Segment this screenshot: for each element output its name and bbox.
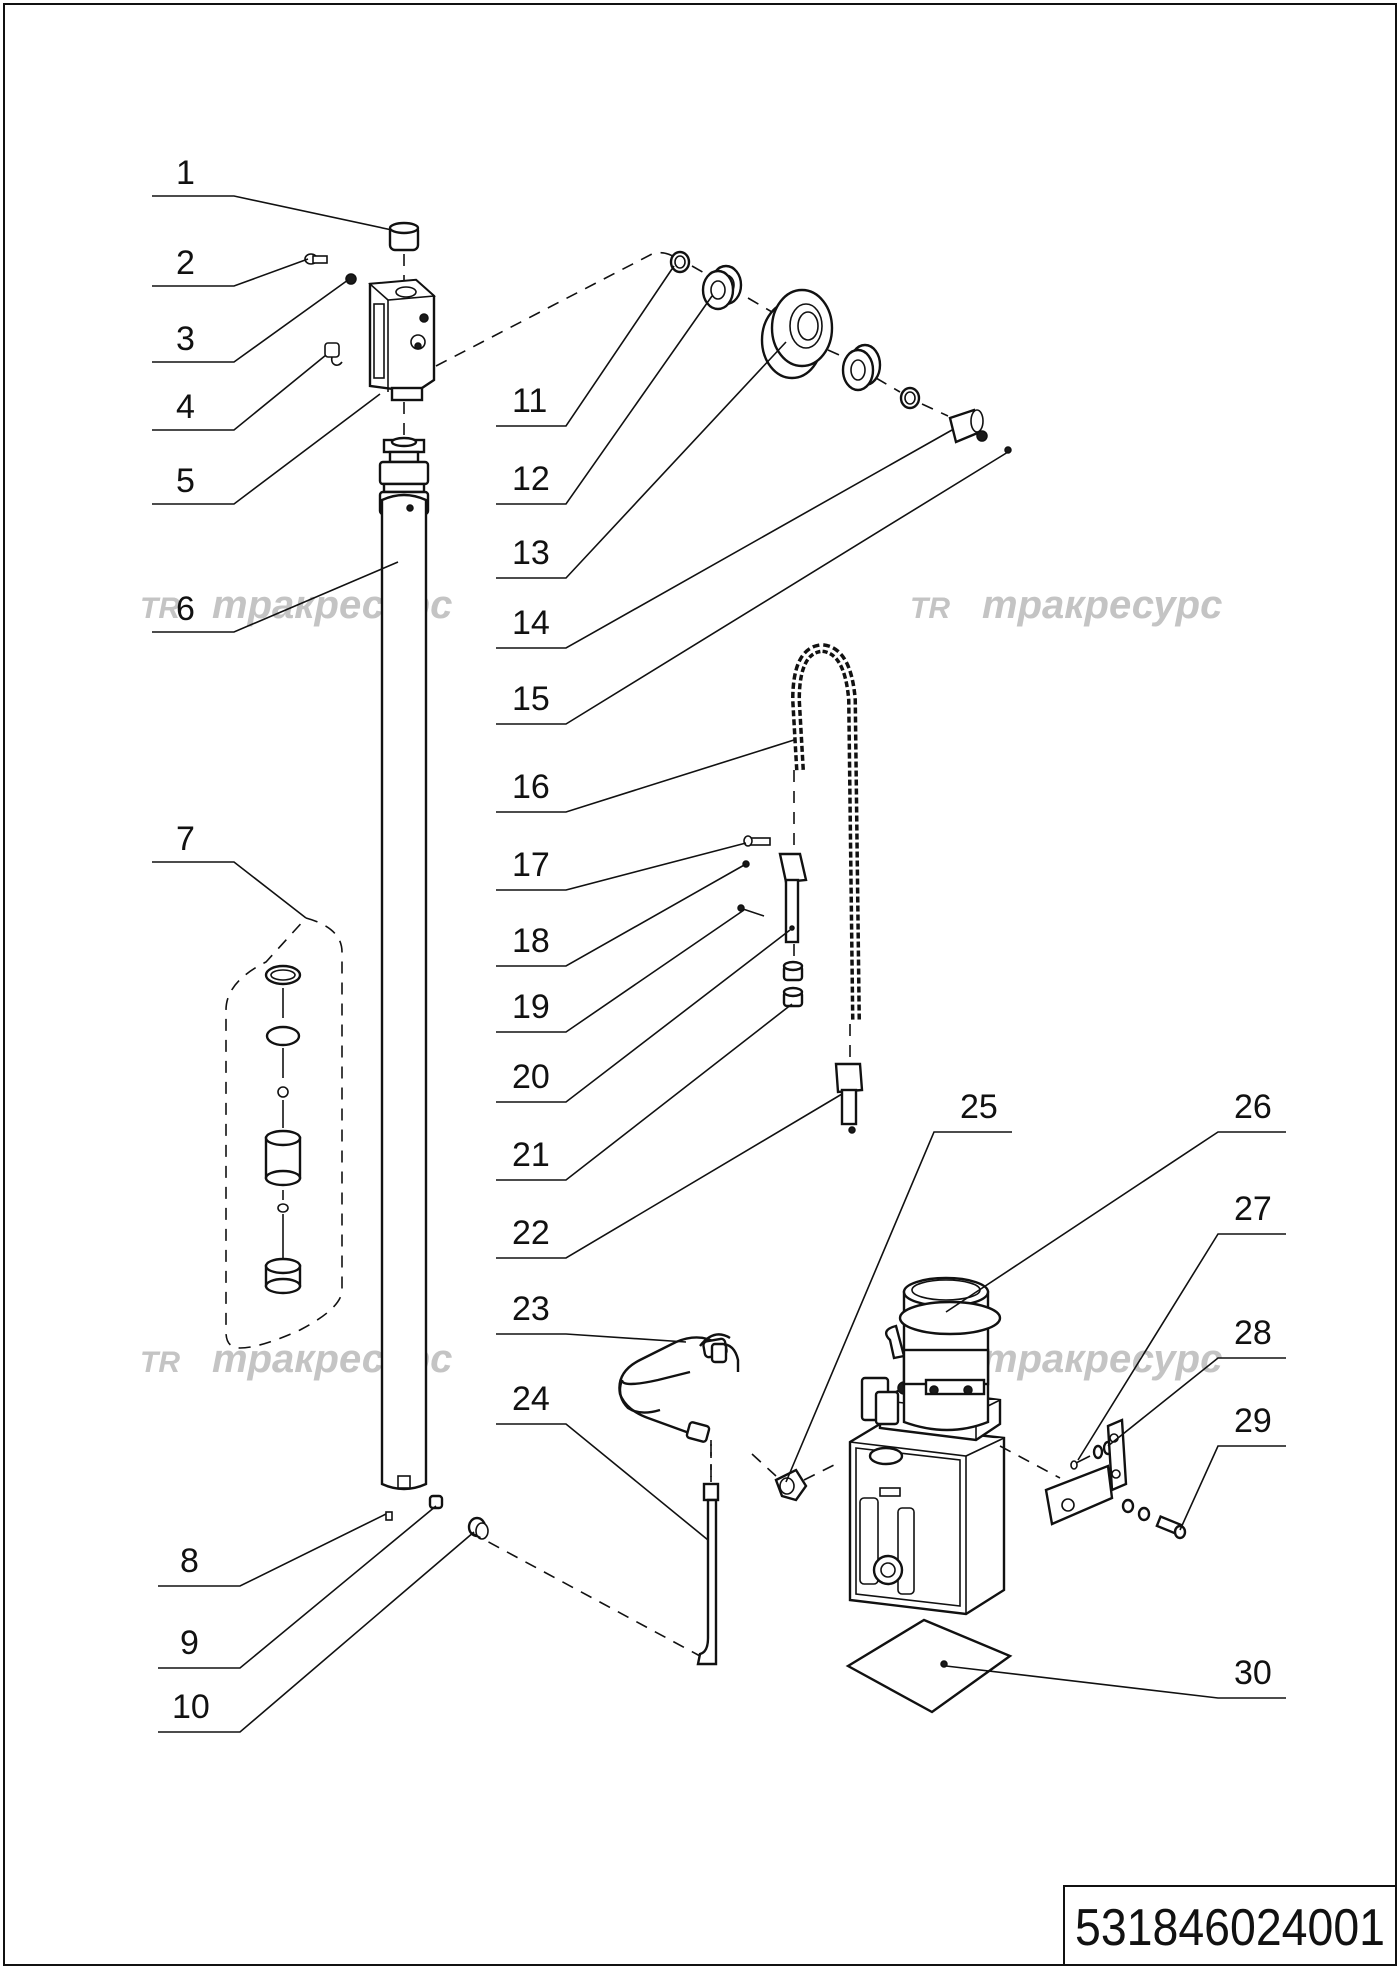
part-2-bolt (304, 253, 328, 265)
callout-21: 21 (512, 1136, 550, 1174)
callout-1: 1 (176, 154, 195, 192)
sheet-frame (3, 3, 1397, 1966)
part-19-pin (737, 904, 765, 917)
part-14-bearing (841, 343, 882, 392)
part-11-ring (669, 250, 691, 274)
callout-13: 13 (512, 534, 550, 572)
callout-28: 28 (1234, 1314, 1272, 1352)
part-1-cap (388, 221, 420, 252)
callout-16: 16 (512, 768, 550, 806)
part-17-bolt (743, 835, 771, 847)
title-block: 531846024001 (1063, 1885, 1397, 1966)
callout-25: 25 (960, 1088, 998, 1126)
part-bracket-plate (1044, 1418, 1128, 1526)
callout-24: 24 (512, 1380, 550, 1418)
callout-27: 27 (1234, 1190, 1272, 1228)
callout-22: 22 (512, 1214, 550, 1252)
part-29-bolt (1121, 1498, 1187, 1540)
assembly-lines (403, 251, 1061, 1657)
part-21-nuts (782, 960, 804, 1008)
callout-10: 10 (172, 1688, 210, 1726)
callout-5: 5 (176, 462, 195, 500)
part-12-bearing (701, 264, 743, 311)
callout-11: 11 (512, 382, 547, 420)
callout-9: 9 (180, 1624, 199, 1662)
callout-8: 8 (180, 1542, 199, 1580)
svg-text:TR: TR (910, 592, 950, 625)
part-8-plug (385, 1511, 393, 1521)
callout-2: 2 (176, 244, 195, 282)
part-5-top-block (368, 278, 436, 402)
part-16-chain (790, 642, 861, 1021)
callout-14: 14 (512, 604, 550, 642)
part-4-fitting (324, 342, 343, 366)
svg-text:TR: TR (140, 1346, 180, 1379)
callout-6: 6 (176, 590, 195, 628)
callout-12: 12 (512, 460, 550, 498)
part-22-chain-end (834, 1062, 864, 1134)
callout-4: 4 (176, 388, 195, 426)
svg-text:тракресурс: тракресурс (982, 1337, 1222, 1381)
part-10-fitting (467, 1516, 489, 1540)
part-26-power-unit (848, 1276, 1006, 1616)
callout-19: 19 (512, 988, 550, 1026)
part-30-gasket (845, 1618, 1013, 1714)
part-24-pipe (696, 1440, 720, 1666)
watermark-2: TR тракресурс (910, 583, 1222, 627)
part-code-box (1063, 1885, 1397, 1966)
callout-23: 23 (512, 1290, 550, 1328)
part-27-bolt (1070, 1455, 1091, 1470)
callout-numbers: 1 2 3 4 5 6 7 8 9 10 11 12 13 14 15 16 1… (172, 154, 1272, 1726)
part-9-fitting (428, 1494, 444, 1510)
callout-7: 7 (176, 820, 195, 858)
svg-text:тракресурс: тракресурс (982, 583, 1222, 627)
part-code: 531846024001 (1075, 1899, 1385, 1957)
callout-26: 26 (1234, 1088, 1272, 1126)
part-15-ring (899, 386, 921, 410)
callout-15: 15 (512, 680, 550, 718)
callout-17: 17 (512, 846, 550, 884)
callout-20: 20 (512, 1058, 550, 1096)
callout-18: 18 (512, 922, 550, 960)
part-13-pulley (760, 288, 834, 380)
callout-leaders (152, 195, 1286, 1733)
callout-30: 30 (1234, 1654, 1272, 1692)
callout-29: 29 (1234, 1402, 1272, 1440)
part-axle-pin (948, 408, 1012, 454)
part-25-elbow (774, 1468, 808, 1502)
part-3-nut (345, 273, 357, 285)
part-6-cylinder (378, 436, 430, 1491)
part-7-seal-kit (225, 917, 343, 1349)
part-20-anchor-bolt (778, 852, 808, 944)
callout-3: 3 (176, 320, 195, 358)
svg-text:TR: TR (140, 592, 180, 625)
part-23-hose (618, 1333, 740, 1443)
